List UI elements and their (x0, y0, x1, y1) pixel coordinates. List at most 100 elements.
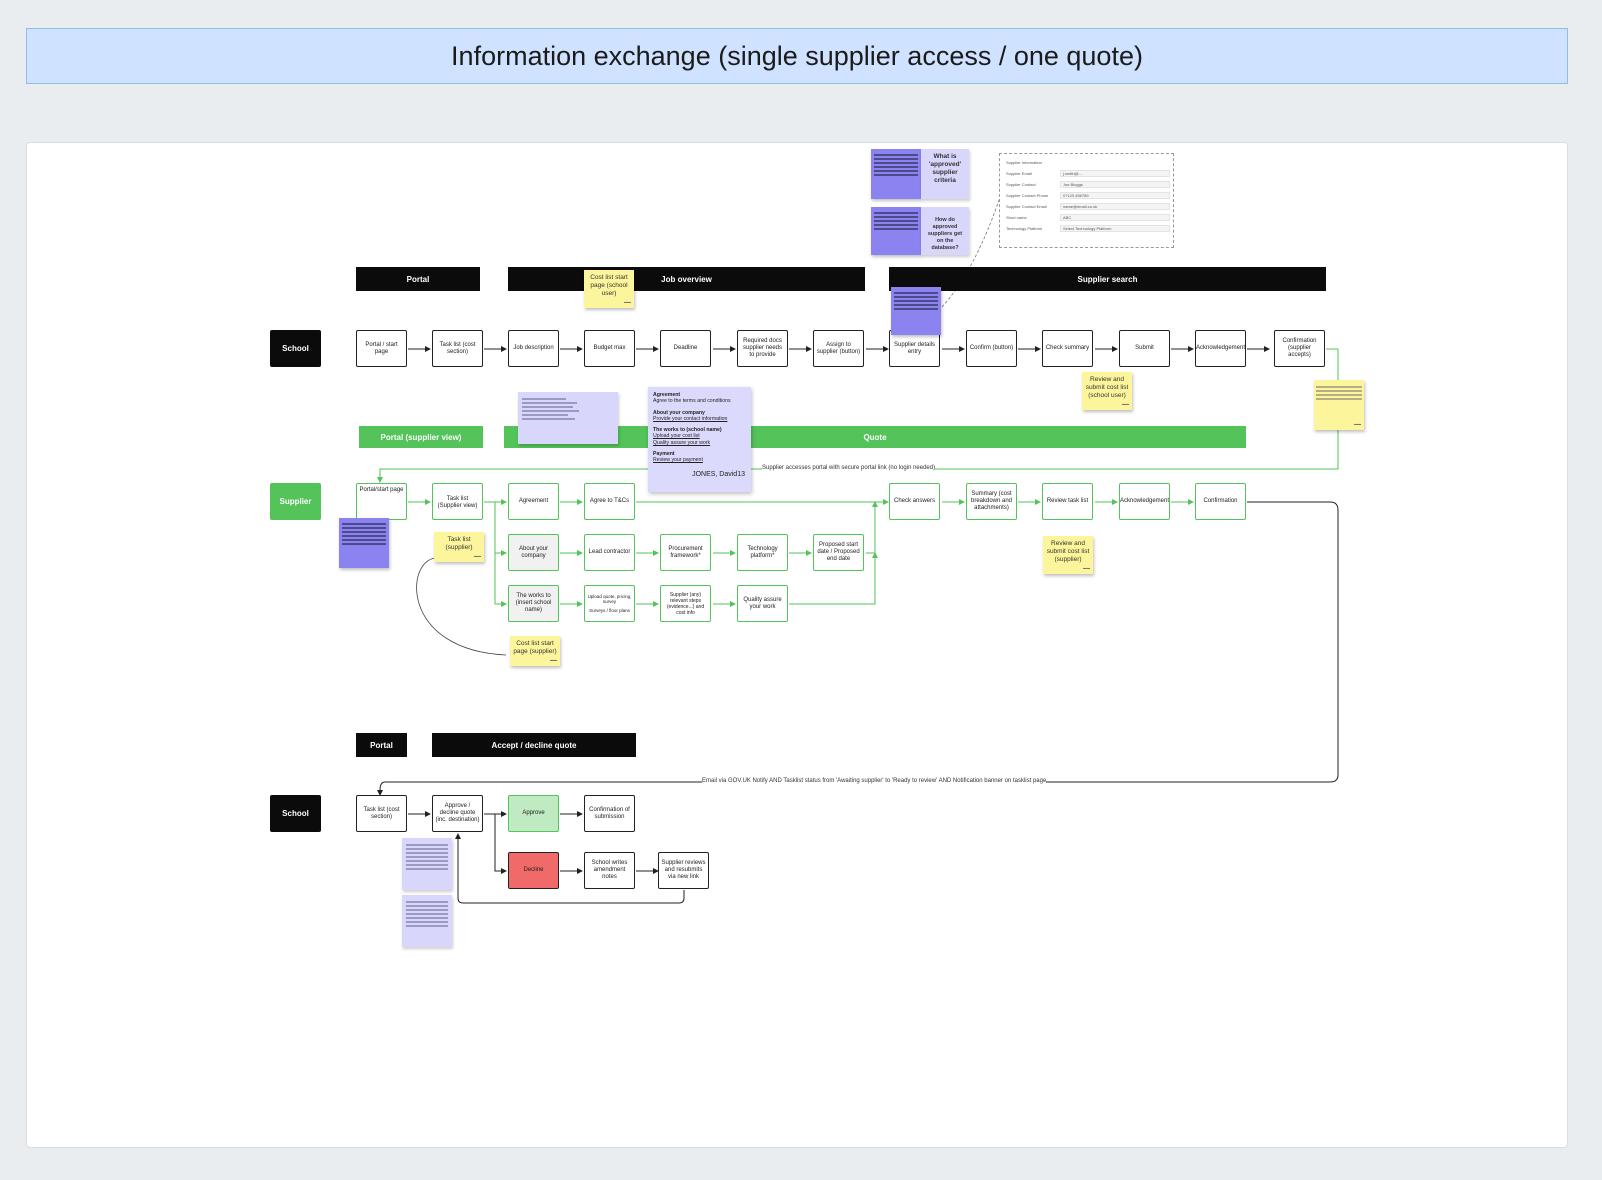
node-technology-platform[interactable]: Technology platform* (737, 534, 788, 571)
form-field[interactable]: ABC (1060, 214, 1170, 221)
node-about-company[interactable]: About your company (508, 534, 559, 571)
sticky-review-supplier: Review and submit cost list (supplier)▬▬ (1043, 536, 1093, 574)
node-agreement[interactable]: Agreement (508, 483, 559, 520)
node-supplier-acknowledgement[interactable]: Acknowledgement (1119, 483, 1170, 520)
header-portal-supplier-view: Portal (supplier view) (359, 426, 483, 448)
sticky-table-note (518, 392, 618, 444)
sticky-meta-icon: ▬▬ (474, 554, 481, 558)
text-line (342, 543, 386, 545)
sticky-task-supplier: Task list (supplier)▬▬ (434, 532, 484, 562)
node-agree-tcs[interactable]: Agree to T&Cs (584, 483, 635, 520)
sticky-note-right: ▬▬ (1314, 380, 1364, 430)
node-supplier-task-list[interactable]: Task list (Supplier view) (432, 483, 483, 520)
signature: JONES, David13 (692, 470, 745, 478)
node-works-to[interactable]: The works to (insert school name) (508, 585, 559, 622)
node-deadline[interactable]: Deadline (660, 330, 711, 367)
node-upload-quote[interactable]: Upload quote, pricing, survey Surveys / … (584, 585, 635, 622)
node-task-list-cost[interactable]: Task list (cost section) (432, 330, 483, 367)
flow-label-secure-link: Supplier accesses portal with secure por… (762, 465, 936, 471)
node-portal-start[interactable]: Portal / start page (356, 330, 407, 367)
lane-supplier: Supplier (270, 483, 321, 520)
node-submit[interactable]: Submit (1119, 330, 1170, 367)
node-check-answers[interactable]: Check answers (889, 483, 940, 520)
text-line (894, 292, 938, 294)
node-supplier-portal-start[interactable]: Portal/start page (356, 483, 407, 520)
sticky-text: Cost list start page (school user) (590, 274, 628, 297)
text-line (1316, 390, 1362, 392)
text-line (874, 228, 918, 230)
form-field[interactable]: Select Technology Platform (1060, 225, 1170, 232)
node-label: Upload quote, pricing, survey (587, 593, 632, 605)
node-confirmation-supplier-accepts[interactable]: Confirmation (supplier accepts) (1274, 330, 1325, 367)
node-task-list-cost-2[interactable]: Task list (cost section) (356, 795, 407, 832)
node-school-amendment[interactable]: School writes amendment notes (584, 852, 635, 889)
node-procurement-framework[interactable]: Procurement framework* (660, 534, 711, 571)
node-label: Portal/start page (359, 487, 404, 493)
node-confirmation-submission[interactable]: Confirmation of submission (584, 795, 635, 832)
sticky-text: Task list (supplier) (445, 536, 473, 551)
node-required-docs[interactable]: Required docs supplier needs to provide (737, 330, 788, 367)
node-approve-decline[interactable]: Approve / decline quote (inc. destinatio… (432, 795, 483, 832)
info-heading: About your company (653, 409, 705, 416)
form-field[interactable]: name@email.co.uk (1060, 203, 1170, 210)
text-line (522, 402, 578, 404)
sticky-purple-1 (871, 149, 921, 199)
info-link[interactable]: Upload your cost list (653, 433, 700, 440)
node-check-summary[interactable]: Check summary (1042, 330, 1093, 367)
text-line (1316, 394, 1362, 396)
node-job-description[interactable]: Job description (508, 330, 559, 367)
info-link[interactable]: Provide your contact information (653, 415, 728, 422)
text-line (874, 216, 918, 218)
text-line (522, 418, 576, 420)
node-supplier-steps[interactable]: Supplier (any) relevant steps (evidence.… (660, 585, 711, 622)
form-row: Supplier Information (1004, 158, 1169, 169)
node-acknowledgement[interactable]: Acknowledgement (1195, 330, 1246, 367)
task-list-info-card: Agreement Agree to the terms and conditi… (648, 387, 751, 492)
header-supplier-search: Supplier search (889, 267, 1326, 291)
node-lead-contractor[interactable]: Lead contractor (584, 534, 635, 571)
text-line (874, 220, 918, 222)
text-line (874, 162, 918, 164)
node-summary[interactable]: Summary (cost breakdown and attachments) (966, 483, 1017, 520)
node-supplier-reviews[interactable]: Supplier reviews and resubmits via new l… (658, 852, 709, 889)
form-field[interactable]: Joe Bloggs (1060, 181, 1170, 188)
text-line (342, 531, 386, 533)
sticky-cost-start-supplier: Cost list start page (supplier)▬▬ (510, 636, 560, 666)
sticky-meta-icon: ▬▬ (1354, 422, 1361, 426)
text-line (406, 913, 448, 915)
text-line (874, 166, 918, 168)
sticky-meta-icon: ▬▬ (624, 300, 631, 304)
header-portal-2: Portal (356, 733, 407, 757)
node-quality-assure[interactable]: Quality assure your work (737, 585, 788, 622)
sticky-meta-icon: ▬▬ (1122, 402, 1129, 406)
info-link[interactable]: Review your payment (653, 457, 703, 464)
text-line (406, 864, 448, 866)
text-line (894, 304, 938, 306)
sticky-review-school: Review and submit cost list (school user… (1082, 372, 1132, 410)
node-proposed-dates[interactable]: Proposed start date / Proposed end date (813, 534, 864, 571)
form-label: Short name (1006, 215, 1027, 220)
node-budget-max[interactable]: Budget max (584, 330, 635, 367)
text-line (874, 154, 918, 156)
node-supplier-details[interactable]: Supplier details entry (889, 330, 940, 367)
node-review-task-list[interactable]: Review task list (1042, 483, 1093, 520)
node-approve[interactable]: Approve (508, 795, 559, 832)
text-line (406, 925, 448, 927)
form-label: Supplier Information (1006, 160, 1042, 165)
text-line (874, 174, 918, 176)
node-assign-supplier[interactable]: Assign to supplier (button) (813, 330, 864, 367)
node-supplier-confirmation[interactable]: Confirmation (1195, 483, 1246, 520)
form-field[interactable]: 07123 456789 (1060, 192, 1170, 199)
header-accept-decline: Accept / decline quote (432, 733, 636, 757)
node-decline[interactable]: Decline (508, 852, 559, 889)
form-label: Technology Platform (1006, 226, 1043, 231)
node-confirm[interactable]: Confirm (button) (966, 330, 1017, 367)
text-line (342, 527, 386, 529)
info-heading: Agreement (653, 392, 681, 398)
lane-school-2: School (270, 795, 321, 832)
info-link[interactable]: Quality assure your work (653, 439, 711, 446)
form-field[interactable]: j.smith@... (1060, 170, 1170, 177)
